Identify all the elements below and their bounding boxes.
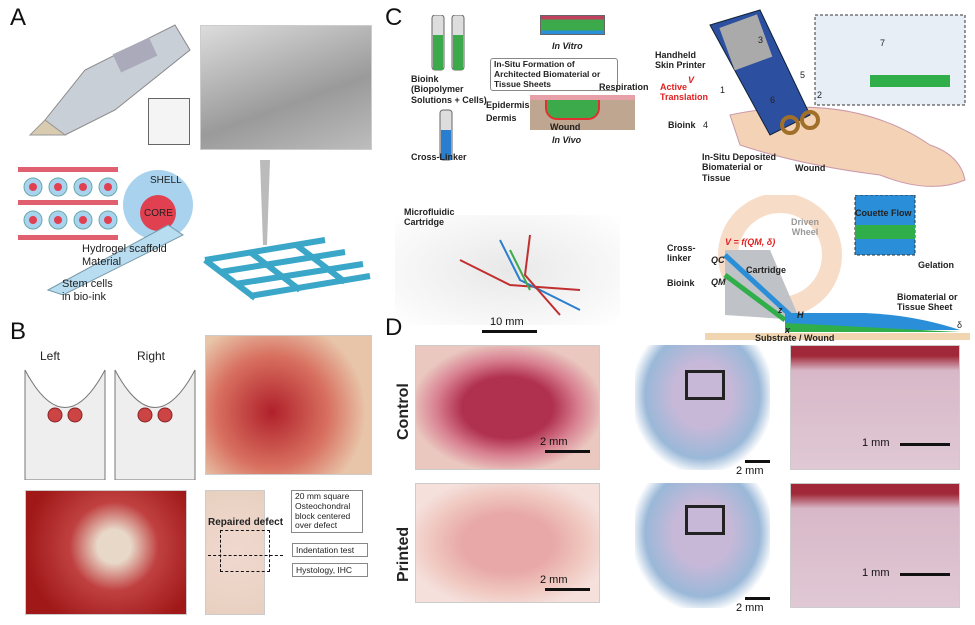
- scale-bar: [900, 443, 950, 446]
- repaired-defect-label: Repaired defect: [208, 517, 284, 528]
- delta-label: δ: [957, 320, 963, 330]
- in-vitro-label: In Vitro: [552, 41, 583, 51]
- cartridge-channels: [459, 234, 581, 316]
- velocity-label: V: [688, 75, 695, 85]
- scaffold-grid-render: [203, 160, 371, 301]
- control-histology-zoom: [790, 345, 960, 470]
- bioink-4-label: Bioink: [668, 120, 696, 130]
- defect-box: [220, 530, 270, 572]
- bioink-label: Bioink (Biopolymer Solutions + Cells): [411, 74, 487, 105]
- scale-10mm-label: 10 mm: [490, 316, 524, 328]
- panel-label-a: A: [10, 4, 27, 31]
- microfluidic-cartridge-label: Microfluidic Cartridge: [404, 207, 455, 228]
- tubes-icon: [431, 15, 465, 161]
- nozzle-inset: [148, 98, 190, 145]
- core-label: CORE: [144, 208, 173, 219]
- cut-line: [208, 555, 283, 556]
- scale-bar: [900, 573, 950, 576]
- printed-wound-photo: [415, 483, 600, 603]
- wound-fill: [545, 100, 600, 120]
- scale-bar: [745, 460, 770, 463]
- printed-zoom-box: [685, 505, 725, 535]
- scale-label-control-histo: 2 mm: [736, 465, 764, 477]
- device-photo: [200, 25, 372, 150]
- driven-wheel-label: Driven Wheel: [790, 217, 819, 238]
- shell-label: SHELL: [150, 175, 182, 186]
- control-zoom-box: [685, 370, 725, 400]
- substrate-label: Substrate / Wound: [755, 333, 835, 343]
- sheet-label: Biomaterial or Tissue Sheet: [897, 292, 958, 313]
- in-situ-formation-box: In-Situ Formation of Architected Biomate…: [490, 58, 618, 92]
- callout-4: 4: [703, 120, 709, 130]
- wound-arm-label: Wound: [795, 163, 826, 173]
- right-knee-label: Right: [137, 349, 166, 363]
- printed-histology: [635, 483, 770, 608]
- scale-label-control-zoom: 1 mm: [862, 437, 890, 449]
- scale-bar: [545, 450, 590, 453]
- handheld-printer-label: Handheld Skin Printer: [655, 50, 706, 71]
- x-axis-label: x: [785, 325, 791, 335]
- surgery-photo: [205, 335, 372, 475]
- hydrogel-label: Hydrogel scaffold Material: [82, 243, 167, 268]
- knee-drawings: [24, 369, 196, 480]
- scale-bar: [545, 588, 590, 591]
- printed-histology-zoom: [790, 483, 960, 608]
- cross-linker-label: Cross-Linker: [411, 152, 467, 162]
- callout-5: 5: [800, 70, 806, 80]
- panel-label-b: B: [10, 318, 27, 345]
- defect-site-photo: [25, 490, 187, 615]
- bioink-2-label: Bioink: [667, 278, 695, 288]
- callout-1: 1: [720, 85, 726, 95]
- epidermis-label: Epidermis: [486, 100, 530, 110]
- indentation-test-box: Indentation test: [292, 543, 368, 557]
- cross-linker-2-label: Cross-linker: [667, 243, 696, 264]
- callout-6: 6: [770, 95, 776, 105]
- cartridge-label: Cartridge: [746, 265, 787, 275]
- scale-label-printed-zoom: 1 mm: [862, 567, 890, 579]
- scale-label-printed-histo: 2 mm: [736, 602, 764, 614]
- scale-bar: [745, 597, 770, 600]
- z-axis-label: z: [778, 305, 783, 315]
- left-knee-label: Left: [40, 349, 61, 363]
- core-shell-diagram: [18, 167, 193, 295]
- gelation-label: Gelation: [918, 260, 955, 270]
- scale-label-control-photo: 2 mm: [540, 436, 568, 448]
- qm-label: QM: [711, 277, 726, 287]
- callout-3: 3: [758, 35, 764, 45]
- callout-2: 2: [817, 90, 823, 100]
- callout-7: 7: [880, 38, 886, 48]
- panel-label-d: D: [385, 314, 403, 341]
- printed-row-label: Printed: [395, 526, 412, 582]
- scale-label-printed-photo: 2 mm: [540, 574, 568, 586]
- skin-printer-device-render: [28, 24, 191, 136]
- control-histology: [635, 345, 770, 470]
- stem-cells-label: Stem cells in bio-ink: [62, 278, 113, 303]
- velocity-equation: V = f(QM, δ): [725, 237, 776, 247]
- in-vitro-dish: [540, 15, 605, 35]
- couette-flow-label: Couette Flow: [855, 208, 912, 218]
- handheld-printer-on-arm: [709, 9, 966, 187]
- in-vivo-label: In Vivo: [552, 135, 582, 145]
- active-translation-label: Active Translation: [660, 82, 709, 103]
- height-label: H: [797, 310, 804, 320]
- control-wound-photo: [415, 345, 600, 470]
- deposited-label: In-Situ Deposited Biomaterial or Tissue: [702, 152, 776, 183]
- respiration-label: Respiration: [599, 82, 649, 92]
- control-row-label: Control: [395, 383, 412, 440]
- wound-label: Wound: [550, 122, 581, 132]
- scale-bar-10mm: [482, 330, 537, 333]
- panel-label-c: C: [385, 4, 403, 31]
- qc-label: QC: [711, 255, 725, 265]
- repaired-defect-photo: [205, 490, 265, 615]
- dermis-label: Dermis: [486, 113, 517, 123]
- histology-box: Hystology, IHC: [292, 563, 368, 577]
- printing-mechanism-schematic: [705, 195, 970, 340]
- block-note: 20 mm square Osteochondral block centere…: [291, 490, 363, 534]
- microfluidic-cartridge-photo: [395, 215, 620, 325]
